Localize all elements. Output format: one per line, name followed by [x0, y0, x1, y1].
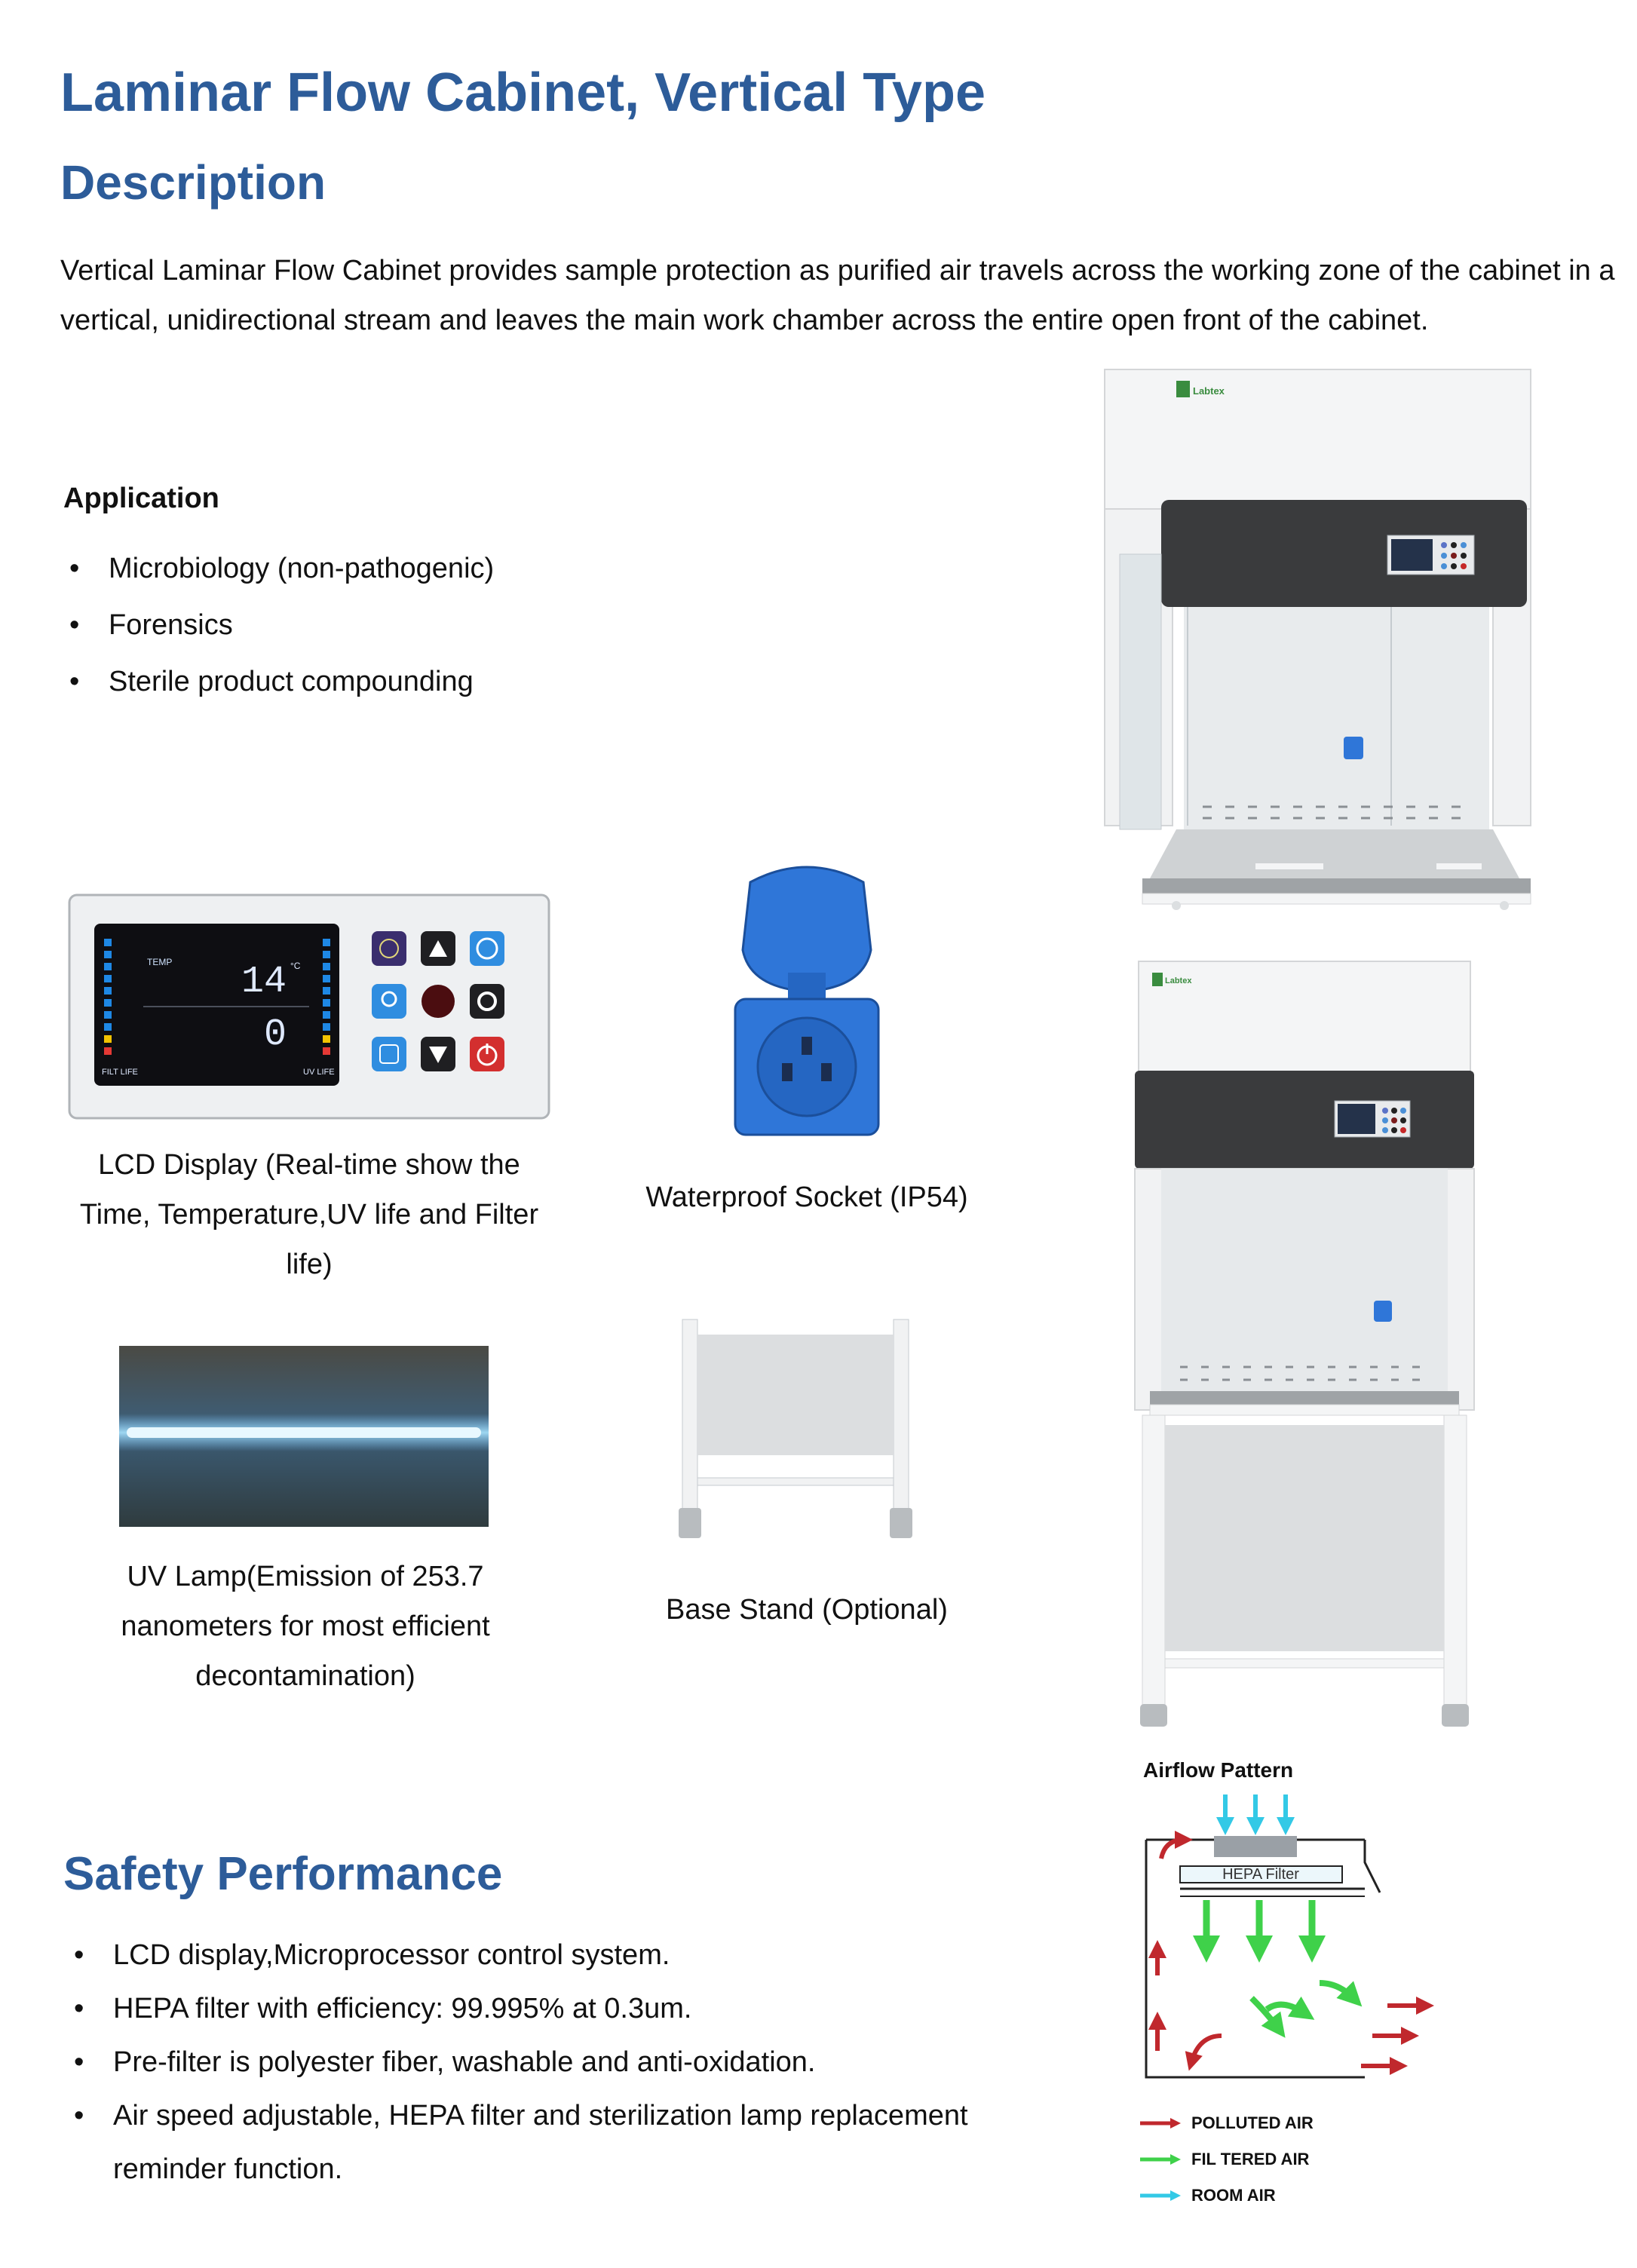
time-value: 0 — [264, 1013, 287, 1056]
light-button — [372, 984, 406, 1019]
airflow-legend: POLLUTED AIR FIL TERED AIR ROOM AIR — [1139, 2105, 1440, 2214]
list-item: Microbiology (non-pathogenic) — [63, 541, 494, 597]
temp-unit: °C — [290, 961, 301, 971]
brand-logo: Labtex — [1165, 976, 1192, 985]
socket-caption: Waterproof Socket (IP54) — [645, 1182, 968, 1213]
room-air-arrow-icon — [1140, 2190, 1181, 2201]
airflow-diagram: HEPA Filter — [1139, 1794, 1455, 2089]
filtered-air-arrow-icon — [1140, 2154, 1181, 2165]
filt-life-label: FILT LIFE — [102, 1068, 138, 1077]
application-heading: Application — [63, 483, 219, 514]
uv-lamp-caption: UV Lamp(Emission of 253.7 nanometers for… — [121, 1561, 490, 1692]
hepa-filter-label: HEPA Filter — [1222, 1866, 1299, 1883]
socket-button — [372, 1037, 406, 1071]
description-text: Vertical Laminar Flow Cabinet provides s… — [60, 255, 1615, 336]
safety-list: LCD display,Microprocessor control syste… — [68, 1929, 1003, 2196]
list-item: LCD display,Microprocessor control syste… — [68, 1929, 1003, 1982]
list-item: HEPA filter with efficiency: 99.995% at … — [68, 1982, 1003, 2036]
waterproof-socket-image — [720, 860, 894, 1146]
center-button — [422, 985, 455, 1018]
cabinet-image: Labtex — [1101, 366, 1538, 924]
temp-value: 14 — [241, 961, 287, 1004]
uv-button — [372, 931, 406, 966]
list-item: Forensics — [63, 597, 494, 654]
settings-button — [470, 984, 504, 1019]
fan-button — [470, 931, 504, 966]
description-heading: Description — [60, 155, 326, 210]
list-item: Air speed adjustable, HEPA filter and st… — [68, 2089, 1003, 2196]
legend-item-polluted: POLLUTED AIR — [1139, 2105, 1440, 2141]
brand-logo: Labtex — [1193, 385, 1225, 397]
uv-lamp-image — [119, 1346, 489, 1527]
temp-label: TEMP — [147, 957, 172, 967]
lcd-caption: LCD Display (Real-time show the Time, Te… — [79, 1149, 539, 1280]
legend-item-room: ROOM AIR — [1139, 2178, 1440, 2214]
polluted-air-arrow-icon — [1140, 2118, 1181, 2129]
list-item: Pre-filter is polyester fiber, washable … — [68, 2036, 1003, 2089]
lcd-display-image: TEMP 14 °C 0 FILT LIFE UV LIFE — [68, 893, 550, 1120]
application-list: Microbiology (non-pathogenic) Forensics … — [63, 541, 494, 710]
uv-life-label: UV LIFE — [303, 1068, 335, 1077]
list-item: Sterile product compounding — [63, 654, 494, 710]
base-stand-image — [675, 1316, 924, 1546]
airflow-title: Airflow Pattern — [1143, 1758, 1294, 1782]
legend-item-filtered: FIL TERED AIR — [1139, 2141, 1440, 2178]
page-title: Laminar Flow Cabinet, Vertical Type — [60, 63, 986, 123]
safety-heading: Safety Performance — [63, 1848, 503, 1900]
base-stand-caption: Base Stand (Optional) — [666, 1594, 948, 1626]
cabinet-on-stand-image: Labtex — [1131, 958, 1478, 1734]
